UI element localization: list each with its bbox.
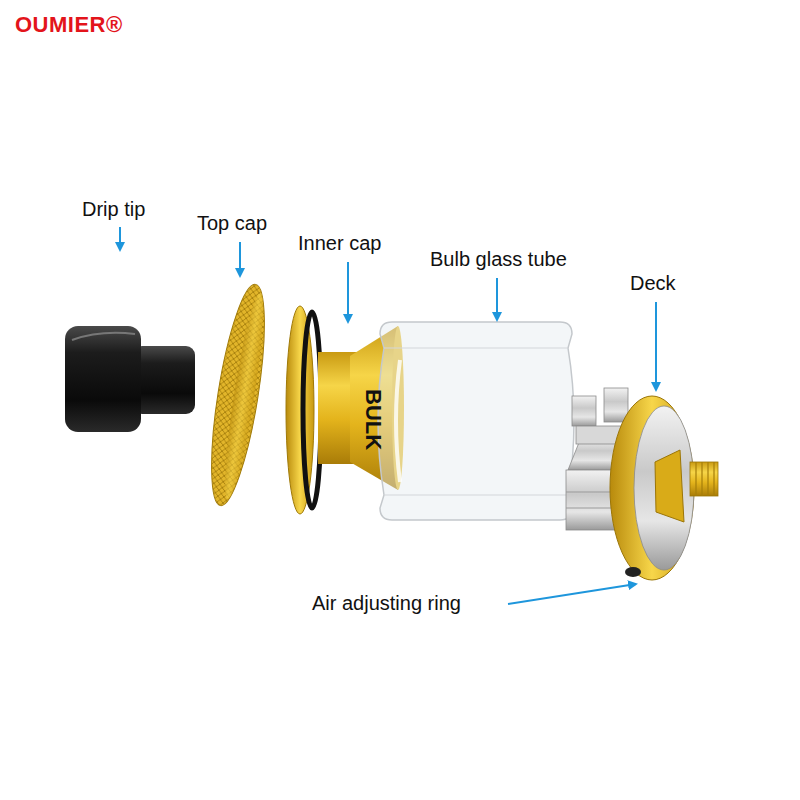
drip-tip: [65, 326, 195, 432]
leader-arrows: [120, 227, 656, 604]
top-cap: [201, 281, 276, 508]
deck: [566, 388, 718, 580]
part-label: Inner cap: [298, 232, 381, 255]
brand-logo: OUMIER®: [15, 12, 123, 37]
printed-brand: BULK: [361, 389, 386, 450]
bulb-glass-tube: [378, 322, 574, 520]
part-label: Top cap: [197, 212, 267, 235]
part-label: Drip tip: [82, 198, 145, 221]
part-label: Deck: [630, 272, 676, 295]
part-label: Air adjusting ring: [312, 592, 461, 615]
part-label: Bulb glass tube: [430, 248, 567, 271]
